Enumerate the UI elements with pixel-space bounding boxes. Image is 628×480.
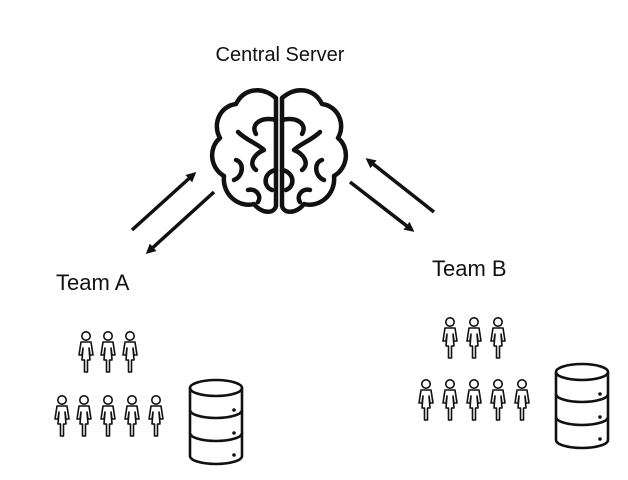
- arrow-team-b-to-server: [365, 158, 436, 214]
- central-server-label: Central Server: [215, 44, 345, 66]
- team-a-people: [54, 330, 164, 437]
- person-icon: [54, 394, 70, 437]
- person-icon: [76, 394, 92, 437]
- person-icon: [418, 378, 434, 421]
- arrow-team-a-to-server: [130, 171, 197, 232]
- person-icon: [514, 378, 530, 421]
- team-b-people: [418, 316, 530, 421]
- person-icon: [466, 378, 482, 421]
- person-icon: [442, 316, 458, 359]
- team-b-database-icon: [554, 362, 610, 450]
- arrow-server-to-team-b: [348, 180, 415, 232]
- team-a-database-icon: [188, 378, 244, 466]
- person-icon: [148, 394, 164, 437]
- person-icon: [490, 378, 506, 421]
- person-icon: [100, 330, 116, 373]
- team-b-label: Team B: [432, 256, 507, 281]
- person-icon: [442, 378, 458, 421]
- brain-icon: [210, 88, 348, 214]
- person-icon: [490, 316, 506, 359]
- arrow-server-to-team-a: [145, 190, 216, 255]
- person-icon: [466, 316, 482, 359]
- person-icon: [122, 330, 138, 373]
- person-icon: [124, 394, 140, 437]
- person-icon: [100, 394, 116, 437]
- person-icon: [78, 330, 94, 373]
- team-a-label: Team A: [56, 270, 130, 295]
